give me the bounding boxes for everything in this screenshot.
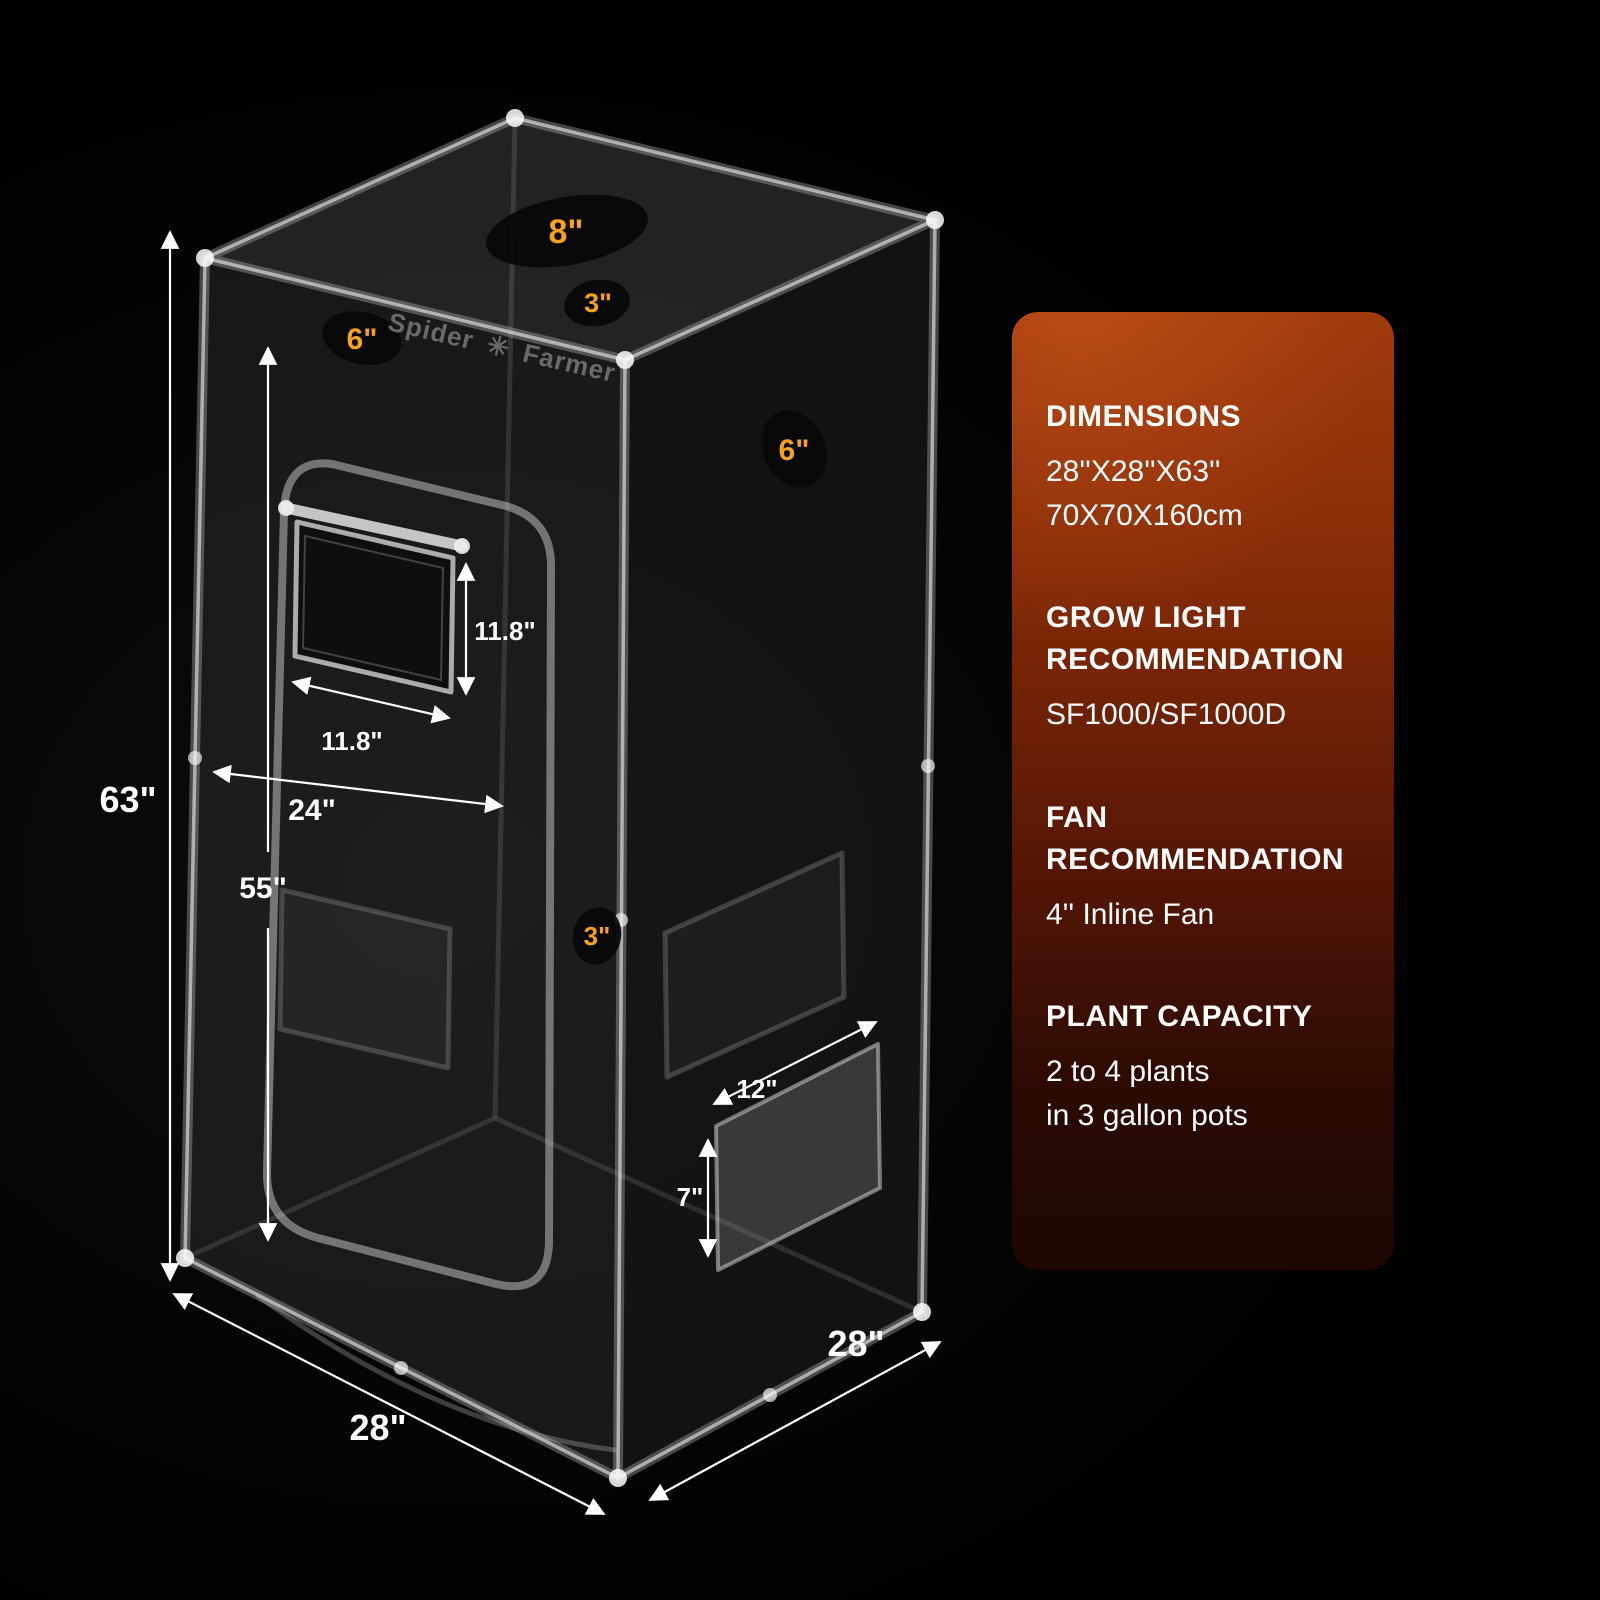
plant-capacity-value-line2: in 3 gallon pots: [1046, 1098, 1248, 1132]
dimensions-heading: DIMENSIONS: [1046, 400, 1242, 433]
dim-inner-height-label: 55": [239, 872, 287, 905]
port-6in-left: 6": [322, 311, 402, 365]
dim-duct-height-label: 7": [677, 1182, 704, 1212]
dimensions-value-inches: 28''X28''X63'': [1046, 455, 1221, 488]
dim-duct-width: 12": [712, 1021, 878, 1105]
observation-window: [278, 500, 470, 695]
port-3in-front: 3": [572, 907, 622, 965]
port-8in-label: 8": [548, 213, 583, 251]
spec-panel: DIMENSIONS 28''X28''X63'' 70X70X160cm GR…: [1012, 312, 1394, 1270]
spec-section-plant-capacity: PLANT CAPACITY 2 to 4 plants in 3 gallon…: [1046, 996, 1366, 1137]
door-zipper-outline: [262, 459, 556, 1291]
dim-window-height-label: 11.8": [474, 616, 536, 646]
port-6in-right: 6": [761, 410, 827, 488]
dim-front-width-label: 28": [349, 1407, 406, 1448]
fan-heading: FAN RECOMMENDATION: [1046, 800, 1345, 876]
port-6in-left-label: 6": [347, 323, 378, 356]
dim-side-depth-label: 28": [827, 1323, 884, 1364]
shade-bar-knob-right: [454, 538, 470, 554]
fan-value: 4'' Inline Fan: [1046, 897, 1215, 931]
window-shade-bar: [280, 502, 468, 552]
grow-light-value: SF1000/SF1000D: [1046, 698, 1287, 731]
spec-section-grow-light: GROW LIGHT RECOMMENDATION SF1000/SF1000D: [1046, 597, 1366, 737]
right-wall-vent-screen: [662, 850, 847, 1080]
spec-section-fan: FAN RECOMMENDATION 4'' Inline Fan: [1046, 797, 1366, 937]
tent-body: 8" 3" 6" 6" 3" Spider ✳ Farmer: [176, 109, 944, 1487]
dim-window-height: 11.8": [456, 562, 536, 696]
dim-overall-height-label: 63": [99, 779, 156, 820]
plant-capacity-heading: PLANT CAPACITY: [1046, 1000, 1313, 1033]
grow-light-heading: GROW LIGHT RECOMMENDATION: [1046, 601, 1345, 676]
dimensions-value-cm: 70X70X160cm: [1046, 498, 1243, 532]
dim-inner-width-label: 24": [288, 794, 336, 827]
left-wall-vent-screen: [277, 887, 453, 1071]
dim-overall-height: 63": [99, 230, 180, 1282]
dim-side-depth: 28": [648, 1323, 942, 1501]
tent-right-face: [618, 220, 935, 1478]
port-8in-top: 8": [486, 194, 648, 268]
dim-front-width: 28": [172, 1293, 606, 1515]
dim-duct-width-label: 12": [736, 1074, 777, 1104]
dim-duct-height: 7": [677, 1138, 718, 1258]
window-frame: [292, 519, 456, 695]
spec-section-dimensions: DIMENSIONS 28''X28''X63'' 70X70X160cm: [1046, 396, 1366, 537]
port-3in-front-label: 3": [584, 921, 611, 951]
dim-window-width-label: 11.8": [321, 726, 383, 756]
port-3in-top: 3": [564, 279, 630, 327]
shade-bar-knob-left: [278, 500, 294, 516]
plant-capacity-value-line1: 2 to 4 plants: [1046, 1055, 1210, 1088]
port-6in-right-label: 6": [779, 434, 810, 467]
dimension-annotations: 63" 55" 24" 11.8" 11.8" 12": [99, 230, 942, 1515]
dim-inner-width: 24": [212, 764, 504, 827]
dim-window-width: 11.8": [291, 676, 451, 756]
port-3in-top-label: 3": [584, 288, 612, 318]
